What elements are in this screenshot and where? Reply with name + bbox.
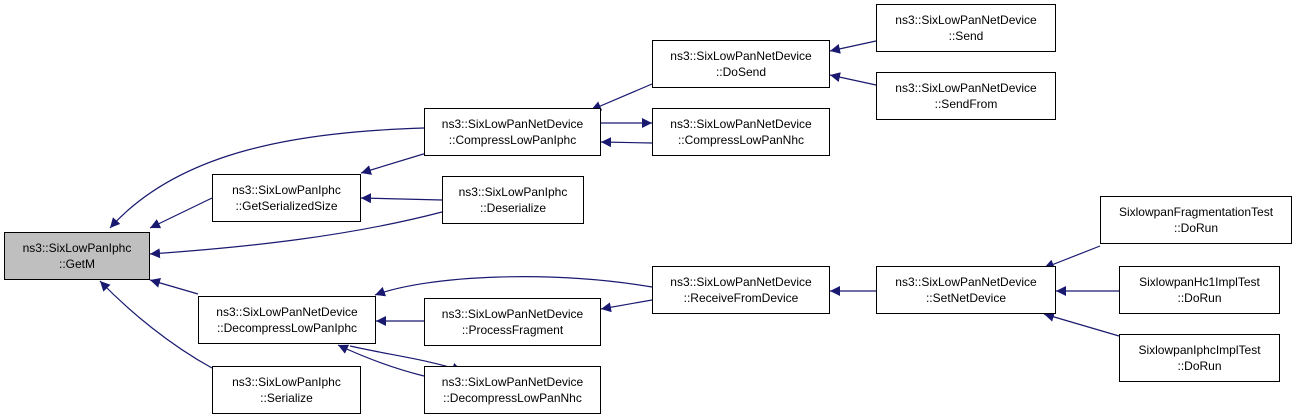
edge-send-to-do-send xyxy=(829,40,877,54)
edge-decompress-iphc-to-getm xyxy=(149,278,199,295)
node-set-net-device-line2: ::SetNetDevice xyxy=(925,291,1007,305)
node-deserialize-line1: ns3::SixLowPanIphc xyxy=(458,185,568,199)
edge-do-send-to-compress-iphc xyxy=(590,83,653,111)
node-do-send-line1: ns3::SixLowPanNetDevice xyxy=(670,49,812,63)
node-decompress-low-pan-iphc-line1: ns3::SixLowPanNetDevice xyxy=(216,305,358,319)
node-compress-low-pan-nhc-line1: ns3::SixLowPanNetDevice xyxy=(670,117,812,131)
node-serialize-line1: ns3::SixLowPanIphc xyxy=(232,375,341,389)
node-decompress-low-pan-nhc[interactable]: ns3::SixLowPanNetDevice ::DecompressLowP… xyxy=(424,366,601,414)
node-hc1-impl-test[interactable]: SixlowpanHc1ImplTest ::DoRun xyxy=(1119,266,1280,314)
node-process-fragment-line1: ns3::SixLowPanNetDevice xyxy=(441,307,584,321)
node-decompress-low-pan-iphc[interactable]: ns3::SixLowPanNetDevice ::DecompressLowP… xyxy=(198,296,376,344)
edge-compress-iphc-to-getm xyxy=(109,127,425,229)
node-fragmentation-test-line2: ::DoRun xyxy=(1173,221,1219,235)
edge-frag-test-to-set-net-device xyxy=(1043,245,1101,269)
node-iphc-impl-test-line2: ::DoRun xyxy=(1177,359,1222,373)
node-serialize-line2: ::Serialize xyxy=(260,391,313,405)
node-compress-low-pan-iphc[interactable]: ns3::SixLowPanNetDevice ::CompressLowPan… xyxy=(424,108,601,156)
node-decompress-low-pan-nhc-line2: ::DecompressLowPanNhc xyxy=(443,391,582,405)
node-iphc-impl-test-line1: SixlowpanIphcImplTest xyxy=(1138,343,1261,357)
node-get-serialized-size[interactable]: ns3::SixLowPanIphc ::GetSerializedSize xyxy=(212,174,361,222)
edge-iphc-test-to-set-net-device xyxy=(1043,312,1120,337)
edge-serialized-size-to-getm xyxy=(149,197,213,229)
node-decompress-low-pan-nhc-line1: ns3::SixLowPanNetDevice xyxy=(441,375,584,389)
edge-deserialize-to-getm xyxy=(149,211,443,259)
node-decompress-low-pan-iphc-line2: ::DecompressLowPanIphc xyxy=(216,321,358,335)
node-deserialize[interactable]: ns3::SixLowPanIphc ::Deserialize xyxy=(442,176,584,224)
edge-decompress-nhc-to-decompress-iphc xyxy=(337,344,425,377)
edge-receive-from-to-process-fragment xyxy=(600,299,653,313)
node-do-send[interactable]: ns3::SixLowPanNetDevice ::DoSend xyxy=(652,40,830,88)
node-get-serialized-size-line1: ns3::SixLowPanIphc xyxy=(232,183,341,197)
node-deserialize-line2: ::Deserialize xyxy=(479,201,547,215)
node-compress-low-pan-iphc-line1: ns3::SixLowPanNetDevice xyxy=(441,117,584,131)
node-send-from-line1: ns3::SixLowPanNetDevice xyxy=(895,81,1037,95)
edge-deserialize-to-serialized-size xyxy=(360,193,443,204)
node-process-fragment[interactable]: ns3::SixLowPanNetDevice ::ProcessFragmen… xyxy=(424,298,601,346)
node-getm: ns3::SixLowPanIphc ::GetM xyxy=(4,232,150,280)
node-receive-from-device-line2: ::ReceiveFromDevice xyxy=(683,291,799,305)
node-send-line1: ns3::SixLowPanNetDevice xyxy=(895,13,1037,27)
node-process-fragment-line2: ::ProcessFragment xyxy=(461,323,564,337)
node-fragmentation-test-line1: SixlowpanFragmentationTest xyxy=(1118,205,1274,219)
node-set-net-device-line1: ns3::SixLowPanNetDevice xyxy=(895,275,1037,289)
node-iphc-impl-test[interactable]: SixlowpanIphcImplTest ::DoRun xyxy=(1119,334,1280,382)
node-send-line2: ::Send xyxy=(948,29,984,43)
edge-compress-nhc-to-compress-iphc xyxy=(600,137,653,148)
node-compress-low-pan-nhc[interactable]: ns3::SixLowPanNetDevice ::CompressLowPan… xyxy=(652,108,830,156)
node-receive-from-device-line1: ns3::SixLowPanNetDevice xyxy=(670,275,812,289)
node-serialize[interactable]: ns3::SixLowPanIphc ::Serialize xyxy=(212,366,361,414)
edge-receive-from-to-decompress-iphc xyxy=(374,276,653,297)
node-compress-low-pan-nhc-line2: ::CompressLowPanNhc xyxy=(677,133,805,147)
node-compress-low-pan-iphc-line2: ::CompressLowPanIphc xyxy=(448,133,577,147)
node-send-from-line2: ::SendFrom xyxy=(934,97,998,111)
edge-compress-iphc-to-serialized-size xyxy=(360,151,431,175)
node-fragmentation-test[interactable]: SixlowpanFragmentationTest ::DoRun xyxy=(1100,196,1292,244)
node-set-net-device[interactable]: ns3::SixLowPanNetDevice ::SetNetDevice xyxy=(876,266,1056,314)
node-do-send-line2: ::DoSend xyxy=(715,65,767,79)
node-hc1-impl-test-line1: SixlowpanHc1ImplTest xyxy=(1139,275,1260,289)
edge-serialize-to-getm xyxy=(99,280,213,369)
node-getm-line1: ns3::SixLowPanIphc xyxy=(22,241,132,255)
node-hc1-impl-test-line2: ::DoRun xyxy=(1177,291,1222,305)
node-receive-from-device[interactable]: ns3::SixLowPanNetDevice ::ReceiveFromDev… xyxy=(652,266,830,314)
node-send[interactable]: ns3::SixLowPanNetDevice ::Send xyxy=(876,4,1056,52)
node-getm-line2: ::GetM xyxy=(58,257,95,271)
node-send-from[interactable]: ns3::SixLowPanNetDevice ::SendFrom xyxy=(876,72,1056,120)
edge-send-from-to-do-send xyxy=(829,72,877,86)
node-get-serialized-size-line2: ::GetSerializedSize xyxy=(235,199,338,213)
